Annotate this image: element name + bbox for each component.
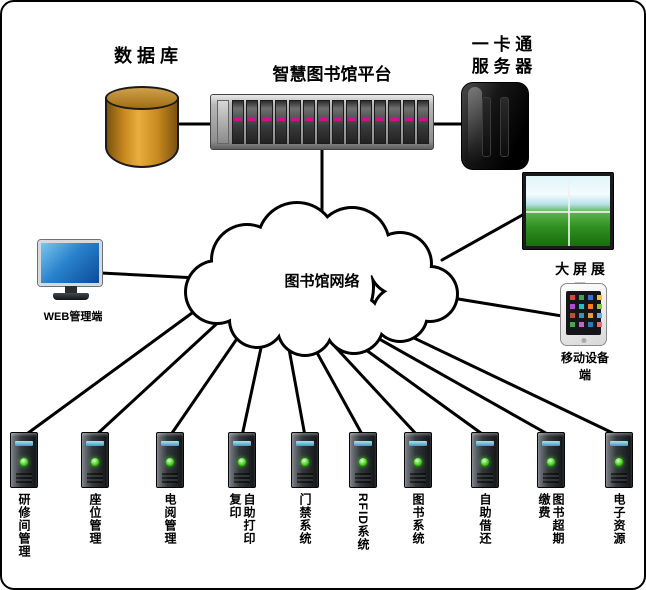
computer-tower-icon <box>605 432 633 488</box>
card-server-slot <box>500 97 509 157</box>
terminal-node: 研修间管理 <box>9 432 39 558</box>
drive-slot-icon <box>161 441 179 446</box>
big-screen-grid-line <box>526 211 610 213</box>
edge-cloud-bigscreen <box>440 211 528 262</box>
power-led-icon <box>547 458 555 466</box>
power-led-icon <box>238 458 246 466</box>
card-server-icon <box>461 82 529 170</box>
drive-slot-icon <box>476 441 494 446</box>
terminal-label: 自助借还 <box>478 493 492 545</box>
edge-cloud-terminal-7 <box>325 336 420 438</box>
power-led-icon <box>414 458 422 466</box>
monitor-screen <box>38 240 102 286</box>
terminal-label: 自助打印复印 <box>228 493 256 545</box>
terminal-label: 电阅管理 <box>163 493 177 545</box>
edge-cloud-tablet <box>438 294 564 318</box>
vent-grille <box>16 473 32 483</box>
computer-tower-icon <box>81 432 109 488</box>
computer-tower-icon <box>228 432 256 488</box>
vent-grille <box>234 473 250 483</box>
terminal-label: 图书超期缴费 <box>537 493 565 545</box>
web-terminal-icon <box>38 240 104 300</box>
terminal-label: 门禁系统 <box>298 493 312 545</box>
vent-grille <box>477 473 493 483</box>
monitor-neck <box>65 286 77 293</box>
drive-bays <box>232 100 430 144</box>
terminal-node: RFID系统 <box>348 432 378 551</box>
card-server-label: 一 卡 通 服 务 器 <box>471 35 533 76</box>
database-icon <box>105 86 179 168</box>
computer-tower-icon <box>156 432 184 488</box>
terminal-label: 座位管理 <box>88 493 102 545</box>
power-led-icon <box>615 458 623 466</box>
drive-slot-icon <box>610 441 628 446</box>
tablet-icon <box>560 283 607 346</box>
terminal-node: 自助打印复印 <box>227 432 257 545</box>
vent-grille <box>87 473 103 483</box>
computer-tower-icon <box>537 432 565 488</box>
drive-slot-icon <box>86 441 104 446</box>
power-led-icon <box>20 458 28 466</box>
terminal-node: 座位管理 <box>80 432 110 545</box>
terminal-node: 电子资源 <box>604 432 634 545</box>
edge-cloud-terminal-4 <box>240 332 266 438</box>
power-led-icon <box>359 458 367 466</box>
tablet-app-grid <box>570 295 575 300</box>
platform-label: 智慧图书馆平台 <box>272 65 392 84</box>
computer-tower-icon <box>349 432 377 488</box>
terminal-label: 电子资源 <box>612 493 626 545</box>
mobile-device-label: 移动设备端 <box>560 351 609 382</box>
database-label: 数 据 库 <box>113 46 179 66</box>
terminal-label: RFID系统 <box>356 493 370 551</box>
drive-slot-icon <box>233 441 251 446</box>
computer-tower-icon <box>404 432 432 488</box>
terminal-label: 研修间管理 <box>17 493 31 558</box>
power-led-icon <box>166 458 174 466</box>
computer-tower-icon <box>10 432 38 488</box>
terminal-node: 门禁系统 <box>290 432 320 545</box>
monitor-base <box>53 293 89 300</box>
tablet-screen <box>566 291 601 335</box>
drive-slot-icon <box>15 441 33 446</box>
vent-grille <box>162 473 178 483</box>
vent-grille <box>297 473 313 483</box>
terminal-node: 电阅管理 <box>155 432 185 545</box>
computer-tower-icon <box>471 432 499 488</box>
rack-server-icon <box>210 94 434 150</box>
big-screen-image <box>526 176 610 246</box>
big-screen-icon <box>522 172 614 250</box>
edge-cloud-terminal-5 <box>285 336 307 438</box>
cloud-label: 图书馆网络 <box>284 273 360 290</box>
drive-slot-icon <box>354 441 372 446</box>
edge-cloud-terminal-1 <box>22 300 209 438</box>
edge-cloud-terminal-3 <box>168 325 247 438</box>
rack-ear <box>217 100 229 144</box>
terminal-node: 图书超期缴费 <box>536 432 566 545</box>
card-server-sheen <box>468 87 482 163</box>
edge-cloud-terminal-9 <box>356 325 553 438</box>
vent-grille <box>543 473 559 483</box>
power-led-icon <box>481 458 489 466</box>
terminal-node: 图书系统 <box>403 432 433 545</box>
power-led-icon <box>301 458 309 466</box>
connector-lines <box>22 122 621 438</box>
drive-slot-icon <box>409 441 427 446</box>
vent-grille <box>410 473 426 483</box>
terminal-node: 自助借还 <box>470 432 500 545</box>
card-server-slot <box>482 97 491 157</box>
edge-cloud-terminal-2 <box>93 315 226 438</box>
network-cloud <box>184 201 459 357</box>
power-led-icon <box>91 458 99 466</box>
web-terminal-label: WEB管理端 <box>43 311 103 323</box>
terminal-label: 图书系统 <box>411 493 425 545</box>
tablet-home-button <box>581 338 586 343</box>
computer-tower-icon <box>291 432 319 488</box>
vent-grille <box>611 473 627 483</box>
drive-slot-icon <box>296 441 314 446</box>
edge-cloud-terminal-6 <box>308 338 365 438</box>
vent-grille <box>355 473 371 483</box>
drive-slot-icon <box>542 441 560 446</box>
database-cylinder-top <box>105 86 179 110</box>
